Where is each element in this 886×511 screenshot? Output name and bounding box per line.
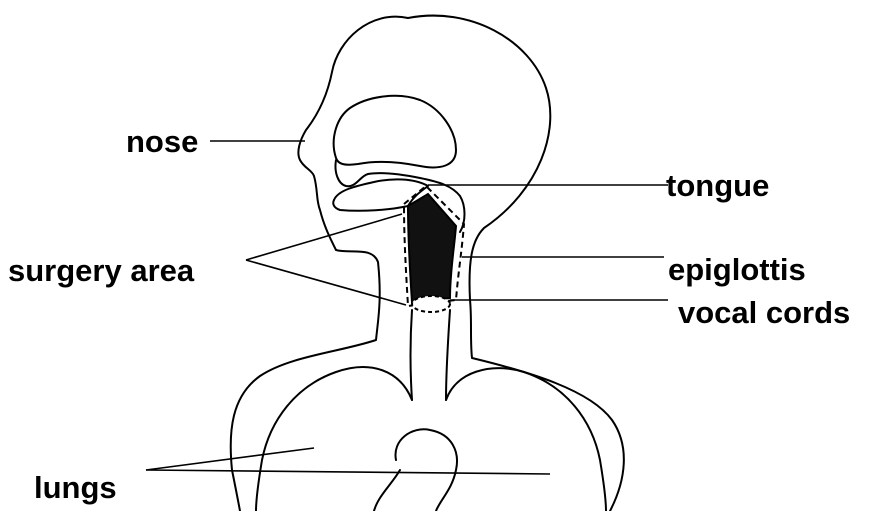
nasal-cavity (334, 96, 456, 168)
tongue-label: tongue (666, 168, 769, 203)
trachea-right (446, 310, 450, 400)
heart-outline (374, 429, 457, 511)
vocal-cords-label: vocal cords (678, 295, 850, 330)
left-lung-outline (256, 367, 412, 511)
vocal-cords-shape (412, 296, 450, 312)
trachea-left (411, 310, 413, 400)
right-lung-outline (446, 368, 606, 511)
lungs-label: lungs (34, 470, 117, 505)
surgery-area-label: surgery area (8, 253, 195, 288)
surgery-leader-lower (246, 260, 406, 305)
epiglottis-label: epiglottis (668, 252, 806, 287)
lungs-leader-lower (146, 470, 550, 474)
nose-label: nose (126, 124, 198, 159)
